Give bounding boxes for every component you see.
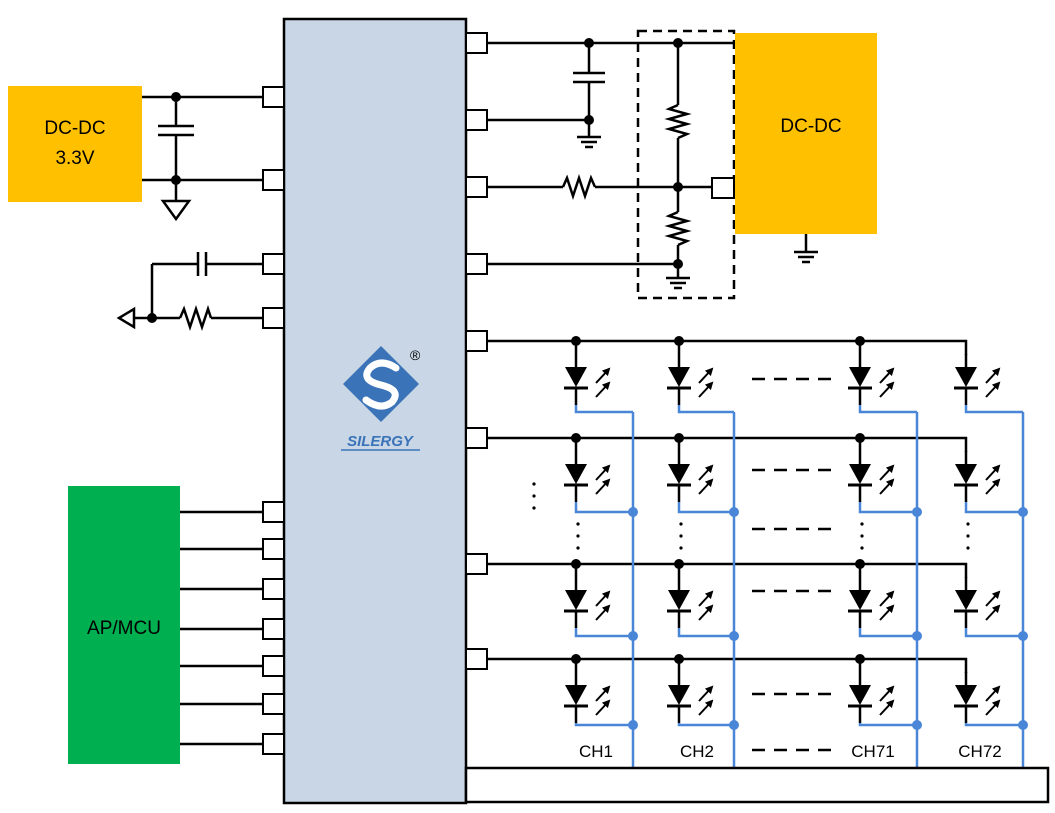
led-icon [954,451,999,502]
dcdc-right-ground [794,234,818,264]
dcdc-3v3-wiring [142,95,263,222]
matrix-row-junctions [571,336,865,664]
chip-pins-right [465,32,488,670]
mcu-bus-lines [180,510,263,746]
led-icon [954,354,999,405]
led-icon [564,577,609,628]
dcdc-right-box [735,33,877,234]
channel-label-ch1: CH1 [579,742,613,761]
dcdc-3v3-block: DC-DC 3.3V [8,86,142,202]
channel-label-ch72: CH72 [958,742,1001,761]
led-icon [667,451,712,502]
led-icon [667,354,712,405]
logo-s-icon [362,359,400,410]
led-array [564,354,999,723]
dcdc-3v3-box [8,86,142,202]
column-junctions [628,507,1028,730]
junction-dot [584,38,594,48]
junction-dot [673,38,683,48]
led-icon [954,672,999,723]
junction-dot [584,115,594,125]
led-icon [848,451,893,502]
led-icon [848,672,893,723]
ellipsis-dashes [752,377,838,752]
junction-dot [673,182,683,192]
column-wires [574,405,1025,768]
led-icon [848,577,893,628]
led-icon [848,354,893,405]
dcdc-right-label: DC-DC [780,116,841,137]
junction-dot [147,313,157,323]
logo-text: SILERGY [347,433,415,450]
dcdc-3v3-label-line1: DC-DC [44,118,105,139]
logo-registered-mark: ® [410,347,421,363]
junction-dot [673,259,683,269]
silergy-logo: ® SILERGY [341,346,421,451]
junction-dot [171,92,181,102]
mcu-label: AP/MCU [87,618,161,639]
channel-bus-box [464,766,1050,804]
led-icon [667,577,712,628]
channel-labels: CH1 CH2 CH71 CH72 [579,742,1002,761]
ellipsis-dots [532,482,970,550]
channel-label-ch2: CH2 [680,742,714,761]
dcdc-right-fb-pin [711,177,735,199]
mcu-block: AP/MCU [68,486,180,764]
driver-chip: ® SILERGY [262,17,488,805]
dcdc-right-block: DC-DC [711,33,877,264]
mcu-box [68,486,180,764]
led-icon [667,672,712,723]
led-icon [564,672,609,723]
led-icon [564,354,609,405]
feedback-network-outline [636,29,736,300]
rc-network [116,252,263,331]
led-icon [564,451,609,502]
junction-dot [171,175,181,185]
led-icon [954,577,999,628]
chip-pins-left [262,86,285,755]
dcdc-3v3-label-line2: 3.3V [55,148,94,169]
matrix-row-wires [487,339,968,673]
channel-label-ch71: CH71 [851,742,894,761]
output-power-wiring [487,41,735,290]
